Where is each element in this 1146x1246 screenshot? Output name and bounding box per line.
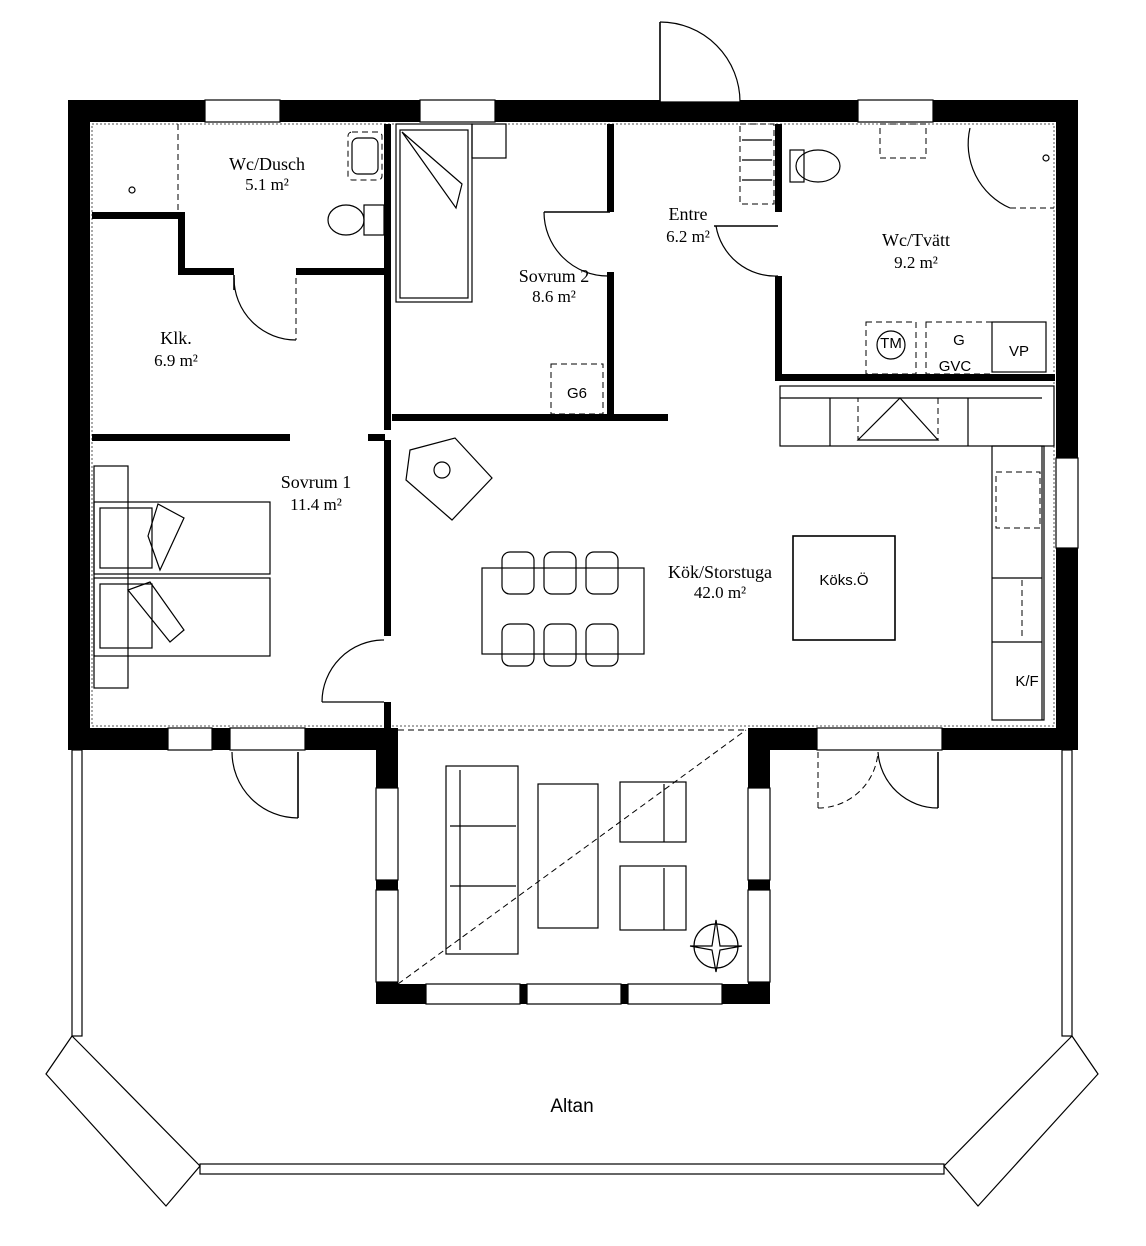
wall-insulation-line [91,123,1055,727]
furniture [93,123,1055,985]
room-name-wc-dusch: Wc/Dusch [229,154,305,174]
fixture-label-koks-o: Köks.Ö [819,571,868,589]
room-area-entre: 6.2 m² [666,227,710,246]
fixture-label-kf: K/F [1015,673,1038,690]
room-name-kok-storstuga: Kök/Storstuga [668,562,772,582]
room-area-wc-tvatt: 9.2 m² [894,253,938,272]
room-name-entre: Entre [669,204,708,224]
room-name-klk: Klk. [160,328,192,348]
fixture-label-tm: TM [880,335,902,352]
room-name-wc-tvatt: Wc/Tvätt [882,230,950,250]
windows [167,99,1079,1005]
room-name-sovrum1: Sovrum 1 [281,472,352,492]
room-area-sovrum2: 8.6 m² [532,287,576,306]
altan-label: Altan [550,1096,593,1117]
room-area-klk: 6.9 m² [154,351,198,370]
room-area-wc-dusch: 5.1 m² [245,175,289,194]
interior-walls [92,124,1055,728]
fixture-label-gvc: GVC [939,358,972,375]
doors [231,21,939,819]
room-area-sovrum1: 11.4 m² [290,495,342,514]
room-area-kok-storstuga: 42.0 m² [694,583,746,602]
room-labels: Wc/Dusch 5.1 m² Sovrum 2 8.6 m² Entre 6.… [154,154,950,602]
fixture-labels: TM G GVC VP G6 Köks.Ö K/F [567,332,1039,690]
fixture-label-vp: VP [1009,343,1029,360]
fixture-label-g: G [953,332,965,349]
room-name-sovrum2: Sovrum 2 [519,266,590,286]
terrace-railing [45,749,1099,1207]
fixture-label-g6: G6 [567,385,587,402]
